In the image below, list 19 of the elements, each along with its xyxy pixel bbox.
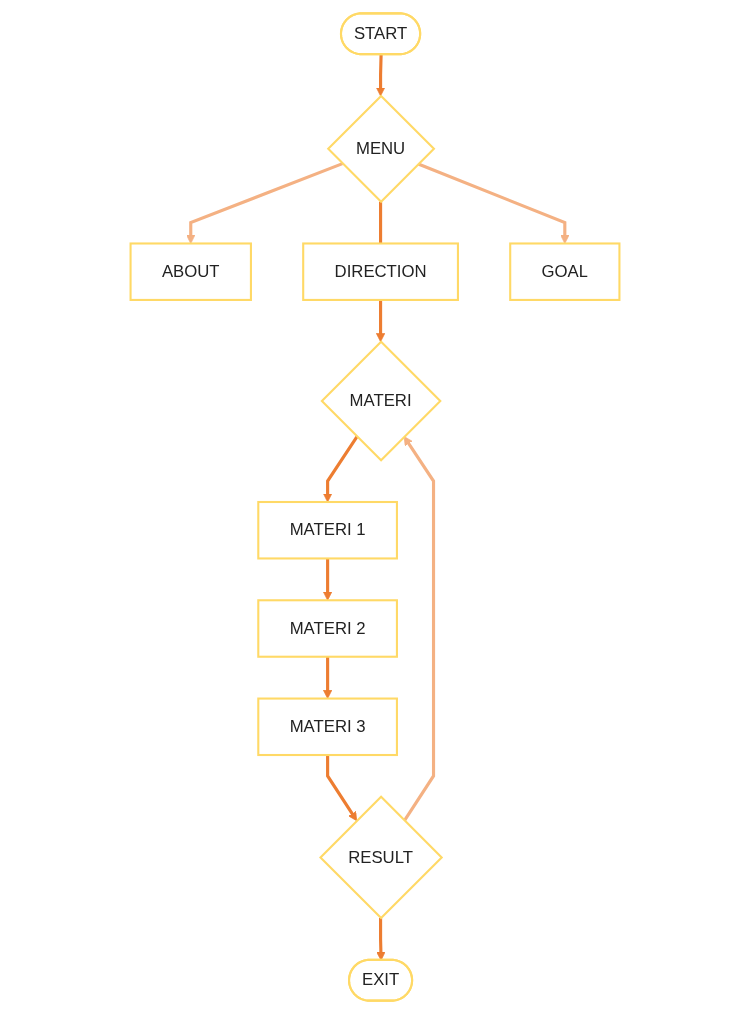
node-box: GOAL <box>509 242 621 301</box>
arrow <box>186 162 344 244</box>
node-box: MATERI 2 <box>257 599 398 658</box>
node-box: DIRECTION <box>302 242 459 301</box>
node-box: MATERI 3 <box>257 697 398 757</box>
arrow <box>323 435 359 503</box>
connector <box>379 201 383 244</box>
node-diamond: MATERI <box>320 340 442 462</box>
node-diamond: RESULT <box>319 795 444 920</box>
node-box: ABOUT <box>129 242 252 301</box>
arrow <box>326 755 358 822</box>
arrow <box>323 558 333 601</box>
node-diamond: MENU <box>326 94 436 204</box>
node-box: MATERI 1 <box>257 500 398 560</box>
arrow <box>323 656 333 699</box>
arrow <box>375 54 386 97</box>
arrow <box>375 299 386 343</box>
arrow <box>417 162 570 244</box>
arrow <box>403 436 436 822</box>
